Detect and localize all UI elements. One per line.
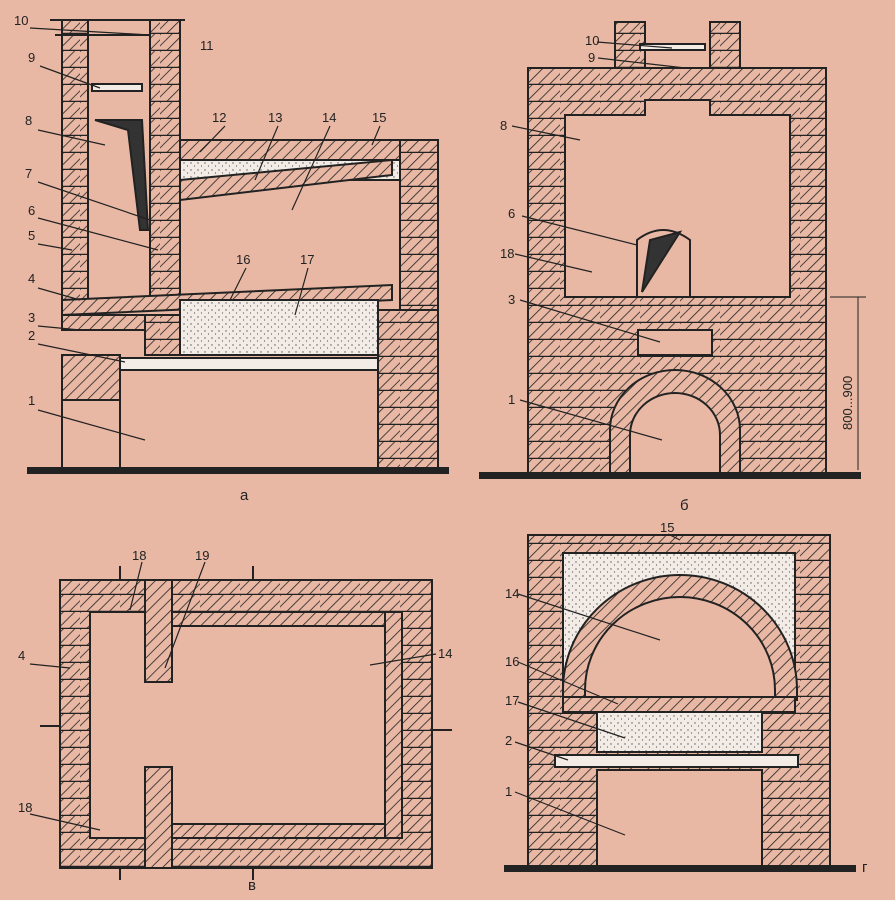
height-dimension: 800...900 [840, 376, 855, 430]
label-19: 19 [195, 548, 209, 563]
label-8: 8 [500, 118, 507, 133]
panel-v-labels: 18 19 4 14 18 в [18, 548, 452, 894]
label-9: 9 [28, 50, 35, 65]
label-2: 2 [505, 733, 512, 748]
label-8: 8 [25, 113, 32, 128]
panel-v-plan [40, 566, 452, 880]
label-10: 10 [14, 13, 28, 28]
panel-b-front-section [479, 21, 866, 479]
label-18: 18 [500, 246, 514, 261]
panel-a-labels: 10 9 11 8 7 6 5 4 3 2 1 12 13 14 15 16 1… [14, 13, 386, 504]
label-17: 17 [505, 693, 519, 708]
label-5: 5 [28, 228, 35, 243]
label-1: 1 [28, 393, 35, 408]
label-1: 1 [508, 392, 515, 407]
label-11: 11 [200, 38, 214, 53]
panel-b-labels: 10 9 8 6 18 3 1 800...900 б [500, 33, 855, 514]
label-14: 14 [322, 110, 336, 125]
caption-v: в [248, 877, 256, 894]
label-16: 16 [505, 654, 519, 669]
caption-a: а [240, 487, 249, 504]
label-6: 6 [28, 203, 35, 218]
label-14: 14 [505, 586, 519, 601]
panel-a-side-section [27, 19, 449, 474]
label-14: 14 [438, 646, 452, 661]
label-13: 13 [268, 110, 282, 125]
label-2: 2 [28, 328, 35, 343]
label-18-lower: 18 [18, 800, 32, 815]
panel-g-labels: 15 14 16 17 2 1 г [505, 520, 868, 876]
label-16: 16 [236, 252, 250, 267]
caption-b: б [680, 497, 689, 514]
panel-g-front-section [504, 534, 856, 872]
label-9: 9 [588, 50, 595, 65]
label-4: 4 [28, 271, 35, 286]
label-6: 6 [508, 206, 515, 221]
label-10: 10 [585, 33, 599, 48]
leader-lines [29, 27, 686, 836]
label-17: 17 [300, 252, 314, 267]
label-18: 18 [132, 548, 146, 563]
label-4: 4 [18, 648, 25, 663]
label-15: 15 [660, 520, 674, 535]
label-12: 12 [212, 110, 226, 125]
label-15: 15 [372, 110, 386, 125]
label-7: 7 [25, 166, 32, 181]
label-3: 3 [508, 292, 515, 307]
label-3: 3 [28, 310, 35, 325]
label-1: 1 [505, 784, 512, 799]
caption-g: г [862, 859, 868, 876]
